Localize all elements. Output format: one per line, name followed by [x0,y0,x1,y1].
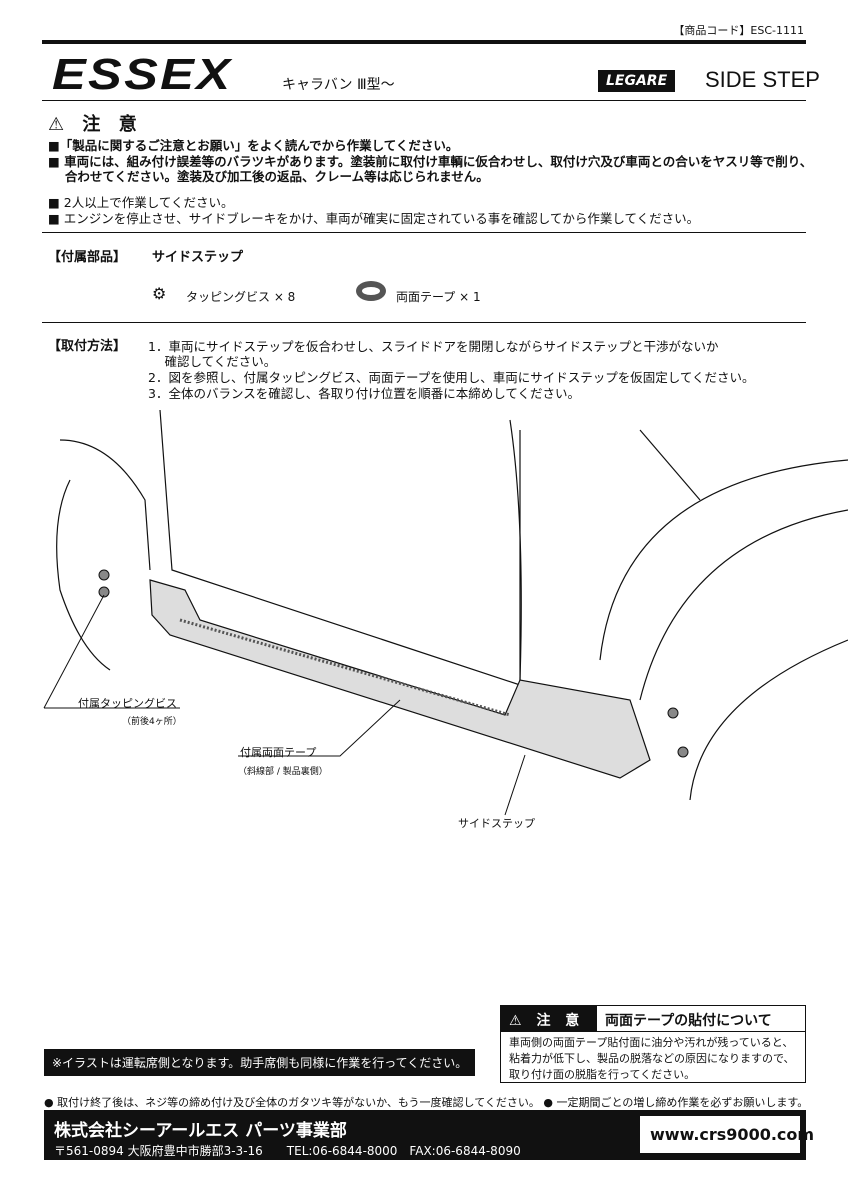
caution-heading: ⚠ 注 意 [48,114,143,135]
company-address: 〒561-0894 大阪府豊中市勝部3-3-16 TEL:06-6844-800… [54,1144,521,1158]
vehicle-model: キャラバン Ⅲ型〜 [282,77,395,93]
caution-title: ⚠ 注 意 [501,1006,597,1031]
divider [42,322,806,323]
front-tire [56,479,111,671]
warning-icon: ⚠ [48,114,71,135]
installation-diagram [43,409,848,816]
front-fender [59,439,151,571]
divider [42,100,806,101]
method-label: 【取付方法】 [48,339,127,354]
warning-icon: ⚠ [509,1013,527,1029]
caution-text: 取り付け面の脱脂を行ってください。 [509,1068,696,1081]
illustration-note: ※イラストは運転席側となります。助手席側も同様に作業を行ってください。 [44,1049,476,1076]
final-note: ● 取付け終了後は、ネジ等の締め付け及び全体のガタツキ等がないか、もう一度確認し… [44,1096,809,1109]
method-step: 確認してください。 [148,354,277,369]
footer: 株式会社シーアールエス パーツ事業部 〒561-0894 大阪府豊中市勝部3-3… [44,1110,814,1160]
method-step: 3．全体のバランスを確認し、各取り付け位置を順番に本締めしてください。 [148,386,580,401]
rear-tire [689,639,848,801]
parts-name: サイドステップ [152,250,244,265]
website-link[interactable]: www.crs9000.com [640,1116,814,1153]
rear-fender [599,459,848,661]
brand-logo: ESSEX [52,50,233,99]
method-step: 1．車両にサイドステップを仮合わせし、スライドドアを開閉しながらサイドステップと… [148,339,719,354]
screws-label: 付属タッピングビス [78,697,177,710]
caution-line: ■ エンジンを停止させ、サイドブレーキをかけ、車両が確実に固定されている事を確認… [48,211,700,226]
caution-heading: 両面テープの貼付について [605,1013,772,1029]
brand-badge: LEGARE [598,70,676,92]
tape-hatch [179,618,511,717]
step-label: サイドステップ [458,817,535,830]
company-name: 株式会社シーアールエス パーツ事業部 [54,1121,347,1141]
screw-icons [98,569,689,758]
caution-text: 粘着力が低下し、製品の脱落などの原因になりますので、 [509,1052,795,1065]
method-step: 2．図を参照し、付属タッピングビス、両面テープを使用し、車両にサイドステップを仮… [148,370,755,385]
caution-line: ■ 2人以上で作業してください。 [48,195,234,210]
divider [42,232,806,233]
tape-caution-box: ⚠ 注 意両面テープの貼付について 車両側の両面テープ貼付面に油分や汚れが残って… [500,1005,806,1083]
screw-icon: ⚙ [152,284,167,303]
divider [42,40,806,44]
side-step [149,579,651,779]
tape-note: （斜線部 / 製品裏側） [238,767,328,777]
product-code: 【商品コード】ESC-1111 [673,24,804,37]
caution-line: ■「製品に関するご注意とお願い」をよく読んでから作業してください。 [48,138,459,153]
part-item: タッピングビス × 8 [186,290,296,304]
part-item: 両面テープ × 1 [396,290,481,304]
product-name: SIDE STEP [705,67,820,92]
tape-label: 付属両面テープ [240,746,317,759]
tape-icon [356,281,386,301]
caution-line: ■ 車両には、組み付け誤差等のバラツキがあります。塗装前に取付け車輌に仮合わせし… [48,154,813,169]
screws-note: （前後4ヶ所） [122,717,182,727]
caution-text: 車両側の両面テープ貼付面に油分や汚れが残っていると、 [509,1036,794,1049]
parts-label: 【付属部品】 [48,250,127,265]
caution-line: 合わせてください。塗装及び加工後の返品、クレーム等は応じられません。 [48,169,489,184]
